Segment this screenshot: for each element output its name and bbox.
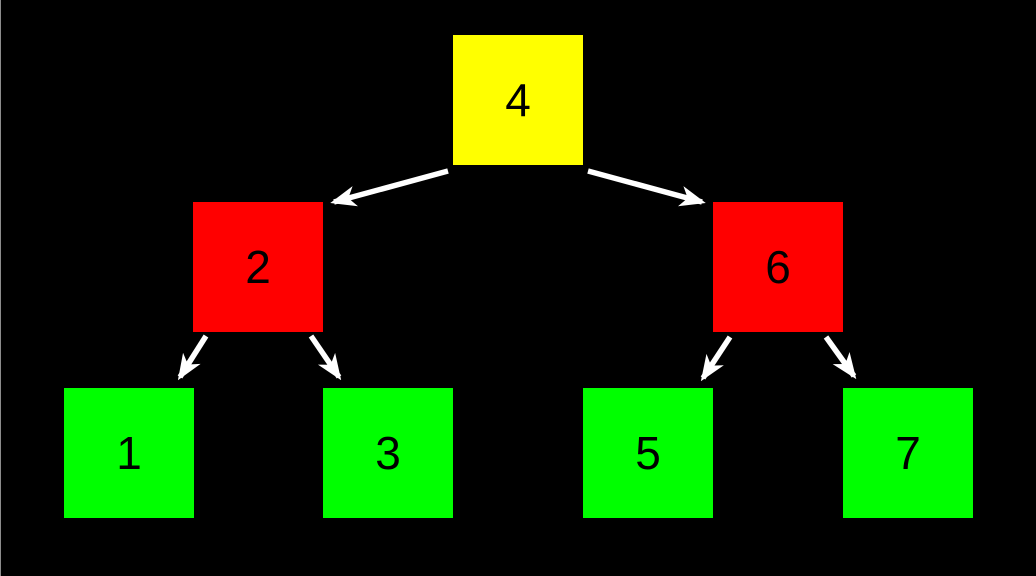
node-label: 2 (245, 241, 271, 293)
node-label: 1 (116, 427, 142, 479)
tree-node-2: 2 (193, 202, 323, 332)
edge-n4-n2 (330, 168, 449, 207)
tree-node-4: 4 (453, 35, 583, 165)
edge-n2-n3 (308, 334, 342, 381)
tree-node-1: 1 (64, 388, 194, 518)
left-edge-line (0, 0, 1, 576)
node-label: 5 (635, 427, 661, 479)
node-label: 3 (375, 427, 401, 479)
tree-node-7: 7 (843, 388, 973, 518)
tree-node-3: 3 (323, 388, 453, 518)
edge-n4-n6 (587, 168, 706, 207)
tree-node-6: 6 (713, 202, 843, 332)
node-label: 7 (895, 427, 921, 479)
tree-node-5: 5 (583, 388, 713, 518)
edge-n6-n7 (823, 335, 857, 380)
node-label: 4 (505, 74, 531, 126)
node-label: 6 (765, 241, 791, 293)
edge-n2-n1 (177, 334, 209, 381)
edge-n6-n5 (700, 335, 733, 382)
